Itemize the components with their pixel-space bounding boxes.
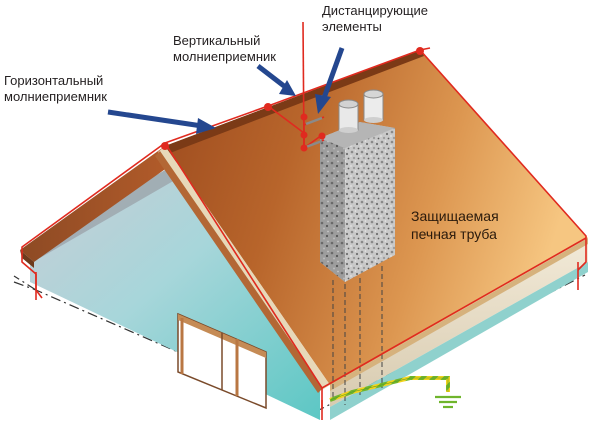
arrow-vertical-terminal <box>256 64 296 96</box>
label-horizontal-line1: Горизонтальный <box>4 73 104 88</box>
chimney-pipe-right <box>363 89 384 123</box>
label-horizontal-terminal: Горизонтальный молниеприемник <box>4 73 107 105</box>
horizontal-air-terminal <box>164 47 431 144</box>
arrow-horizontal-terminal <box>107 109 216 134</box>
ground-conductor <box>329 376 450 402</box>
label-protected-chimney: Защищаемая печная труба <box>411 207 499 243</box>
spacer-brackets <box>305 116 323 149</box>
chimney <box>320 89 395 405</box>
gable-down-conductor <box>21 142 166 275</box>
arrow-spacer-elements <box>315 47 345 114</box>
label-chimney-line1: Защищаемая <box>411 208 499 224</box>
door <box>177 312 267 410</box>
junction-points <box>161 47 424 152</box>
label-spacers-line2: элементы <box>322 19 382 34</box>
label-vertical-terminal: Вертикальный молниеприемник <box>173 33 276 65</box>
label-vertical-line1: Вертикальный <box>173 33 261 48</box>
label-vertical-line2: молниеприемник <box>173 49 276 64</box>
label-chimney-line2: печная труба <box>411 226 497 242</box>
ground-symbol <box>435 395 461 409</box>
label-spacer-elements: Дистанцирующие элементы <box>322 3 428 35</box>
gable-roof-edge <box>20 146 178 262</box>
label-horizontal-line2: молниеприемник <box>4 89 107 104</box>
chimney-pipe-left <box>338 99 359 133</box>
label-spacers-line1: Дистанцирующие <box>322 3 429 18</box>
